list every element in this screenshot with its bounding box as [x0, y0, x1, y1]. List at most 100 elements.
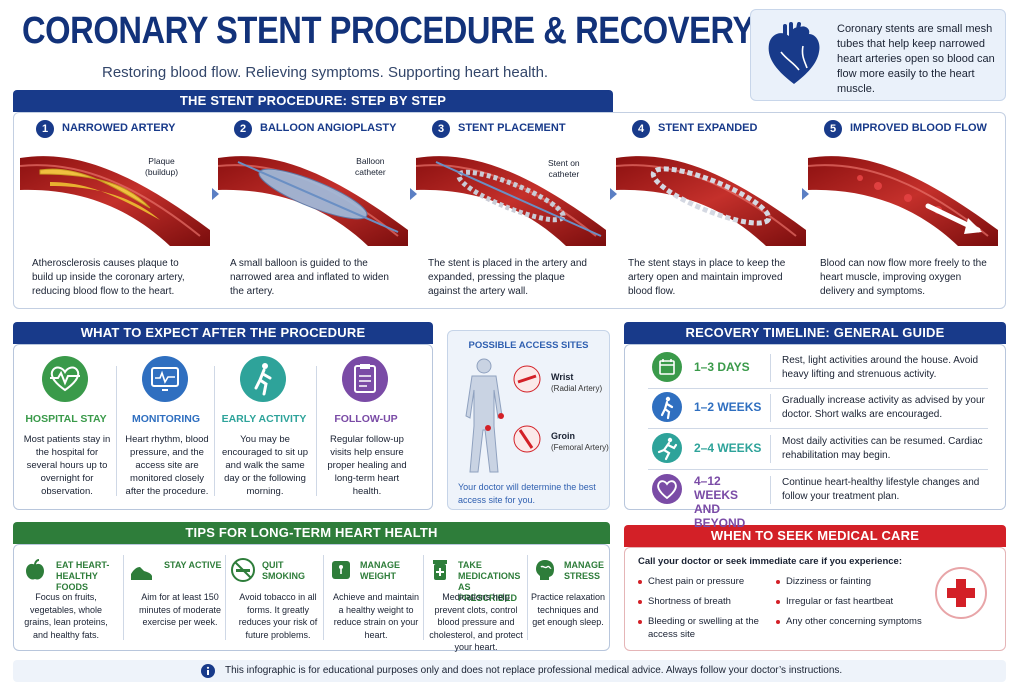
tip-divider — [225, 555, 226, 640]
timeline-label: 1–2 WEEKS — [694, 400, 762, 414]
heart-pulse-icon — [42, 356, 88, 402]
step-number: 5 — [824, 120, 842, 138]
expect-description: Heart rhythm, blood pressure, and the ac… — [125, 434, 209, 497]
groin-label: Groin — [551, 431, 575, 441]
procedure-heading: THE STENT PROCEDURE: STEP BY STEP — [13, 90, 613, 112]
brain-icon — [532, 557, 558, 583]
expect-title: MONITORING — [131, 413, 201, 425]
timeline-row-divider — [648, 388, 988, 389]
timeline-description: Gradually increase activity as advised b… — [782, 395, 985, 420]
intro-box: Coronary stents are small mesh tubes tha… — [750, 9, 1006, 101]
expect-title: EARLY ACTIVITY — [221, 413, 307, 425]
step-arrow-icon — [410, 188, 417, 200]
no-smoking-icon — [230, 557, 256, 583]
timeline-description: Rest, light activities around the house.… — [782, 355, 979, 380]
timeline-label: 1–3 DAYS — [694, 360, 750, 374]
tip-divider — [323, 555, 324, 640]
step-title: NARROWED ARTERY — [62, 122, 176, 134]
intro-text: Coronary stents are small mesh tubes tha… — [837, 23, 995, 95]
timeline-heading: RECOVERY TIMELINE: GENERAL GUIDE — [624, 322, 1006, 344]
artery-illustration — [807, 138, 998, 246]
step-number: 2 — [234, 120, 252, 138]
tips-heading: TIPS FOR LONG-TERM HEART HEALTH — [13, 522, 610, 544]
footer: This infographic is for educational purp… — [13, 660, 1006, 682]
apple-icon — [22, 557, 48, 583]
page-title: CORONARY STENT PROCEDURE & RECOVERY — [22, 10, 754, 52]
shoe-icon — [128, 557, 154, 583]
timeline-description: Continue heart-healthy lifestyle changes… — [782, 477, 980, 502]
medication-icon — [428, 557, 454, 583]
artery-illustration — [415, 138, 606, 246]
tip-divider — [423, 555, 424, 640]
expect-heading: WHAT TO EXPECT AFTER THE PROCEDURE — [13, 322, 433, 344]
tip-title: STAY ACTIVE — [164, 560, 222, 570]
tip-description: Avoid tobacco in all forms. It greatly r… — [238, 592, 318, 640]
timeline-divider — [770, 435, 771, 463]
footer-disclaimer: This infographic is for educational purp… — [225, 665, 843, 676]
timeline-panel — [624, 344, 1006, 510]
tip-description: Medications help prevent clots, control … — [429, 592, 523, 652]
illustration-label: Balloon catheter — [355, 156, 386, 177]
step-title: STENT EXPANDED — [658, 122, 758, 134]
step-description: A small balloon is guided to the narrowe… — [230, 258, 389, 297]
step-arrow-icon — [610, 188, 617, 200]
tips-panel — [13, 544, 610, 651]
tip-divider — [527, 555, 528, 640]
column-divider — [214, 366, 215, 496]
clipboard-icon — [342, 356, 388, 402]
step-arrow-icon — [212, 188, 219, 200]
tip-title: MANAGE STRESS — [564, 560, 604, 581]
monitor-icon — [142, 356, 188, 402]
heart-anatomy-icon — [768, 22, 820, 84]
wrist-sublabel: (Radial Artery) — [551, 384, 603, 393]
expect-title: FOLLOW-UP — [334, 413, 398, 425]
column-divider — [316, 366, 317, 496]
tip-description: Aim for at least 150 minutes of moderate… — [138, 592, 222, 627]
timeline-divider — [770, 354, 771, 382]
heart-icon — [652, 474, 682, 504]
step-description: The stent stays in place to keep the art… — [628, 258, 786, 297]
groin-sublabel: (Femoral Artery) — [551, 443, 609, 452]
symptom-item: Any other concerning symptoms — [776, 615, 926, 628]
illustration-label: Stent on catheter — [548, 158, 580, 179]
tip-title: TAKE MEDICATIONS AS PRESCRIBED — [458, 560, 521, 603]
artery-illustration — [217, 138, 408, 246]
illustration-label: Plaque (buildup) — [145, 156, 179, 177]
running-icon — [652, 433, 682, 463]
artery-illustration — [615, 138, 806, 246]
timeline-divider — [770, 394, 771, 422]
symptom-item: Dizziness or fainting — [776, 575, 926, 588]
step-arrow-icon — [802, 188, 809, 200]
care-heading: WHEN TO SEEK MEDICAL CARE — [624, 525, 1006, 547]
tip-title: QUIT SMOKING — [262, 560, 306, 581]
scale-icon — [328, 557, 354, 583]
expect-description: You may be encouraged to sit up and walk… — [221, 434, 309, 497]
timeline-label: 2–4 WEEKS — [694, 441, 762, 455]
access-heading: POSSIBLE ACCESS SITES — [468, 340, 589, 351]
walking-icon — [240, 356, 286, 402]
expect-title: HOSPITAL STAY — [25, 413, 107, 425]
calendar-icon — [652, 352, 682, 382]
care-intro: Call your doctor or seek immediate care … — [638, 556, 902, 567]
groin-zoom-icon — [513, 425, 541, 453]
tip-description: Practice relaxation techniques and get e… — [530, 592, 606, 627]
tip-divider — [123, 555, 124, 640]
wrist-label: Wrist — [551, 372, 574, 382]
tip-title: EAT HEART-HEALTHY FOODS — [56, 560, 110, 592]
tip-title: MANAGE WEIGHT — [360, 560, 400, 581]
step-number: 4 — [632, 120, 650, 138]
timeline-label: 4–12 WEEKS AND BEYOND — [694, 474, 746, 530]
symptom-item: Irregular or fast heartbeat — [776, 595, 926, 608]
symptom-item: Bleeding or swelling at the access site — [638, 615, 768, 641]
step-description: Atherosclerosis causes plaque to build u… — [32, 258, 185, 297]
timeline-row-divider — [648, 469, 988, 470]
step-title: IMPROVED BLOOD FLOW — [850, 122, 987, 134]
timeline-description: Most daily activities can be resumed. Ca… — [782, 436, 983, 461]
access-note: Your doctor will determine the best acce… — [458, 482, 596, 505]
timeline-divider — [770, 476, 771, 504]
expect-description: Most patients stay in the hospital for s… — [23, 434, 111, 497]
step-number: 1 — [36, 120, 54, 138]
tip-description: Achieve and maintain a healthy weight to… — [332, 592, 420, 640]
symptom-item: Shortness of breath — [638, 595, 768, 608]
